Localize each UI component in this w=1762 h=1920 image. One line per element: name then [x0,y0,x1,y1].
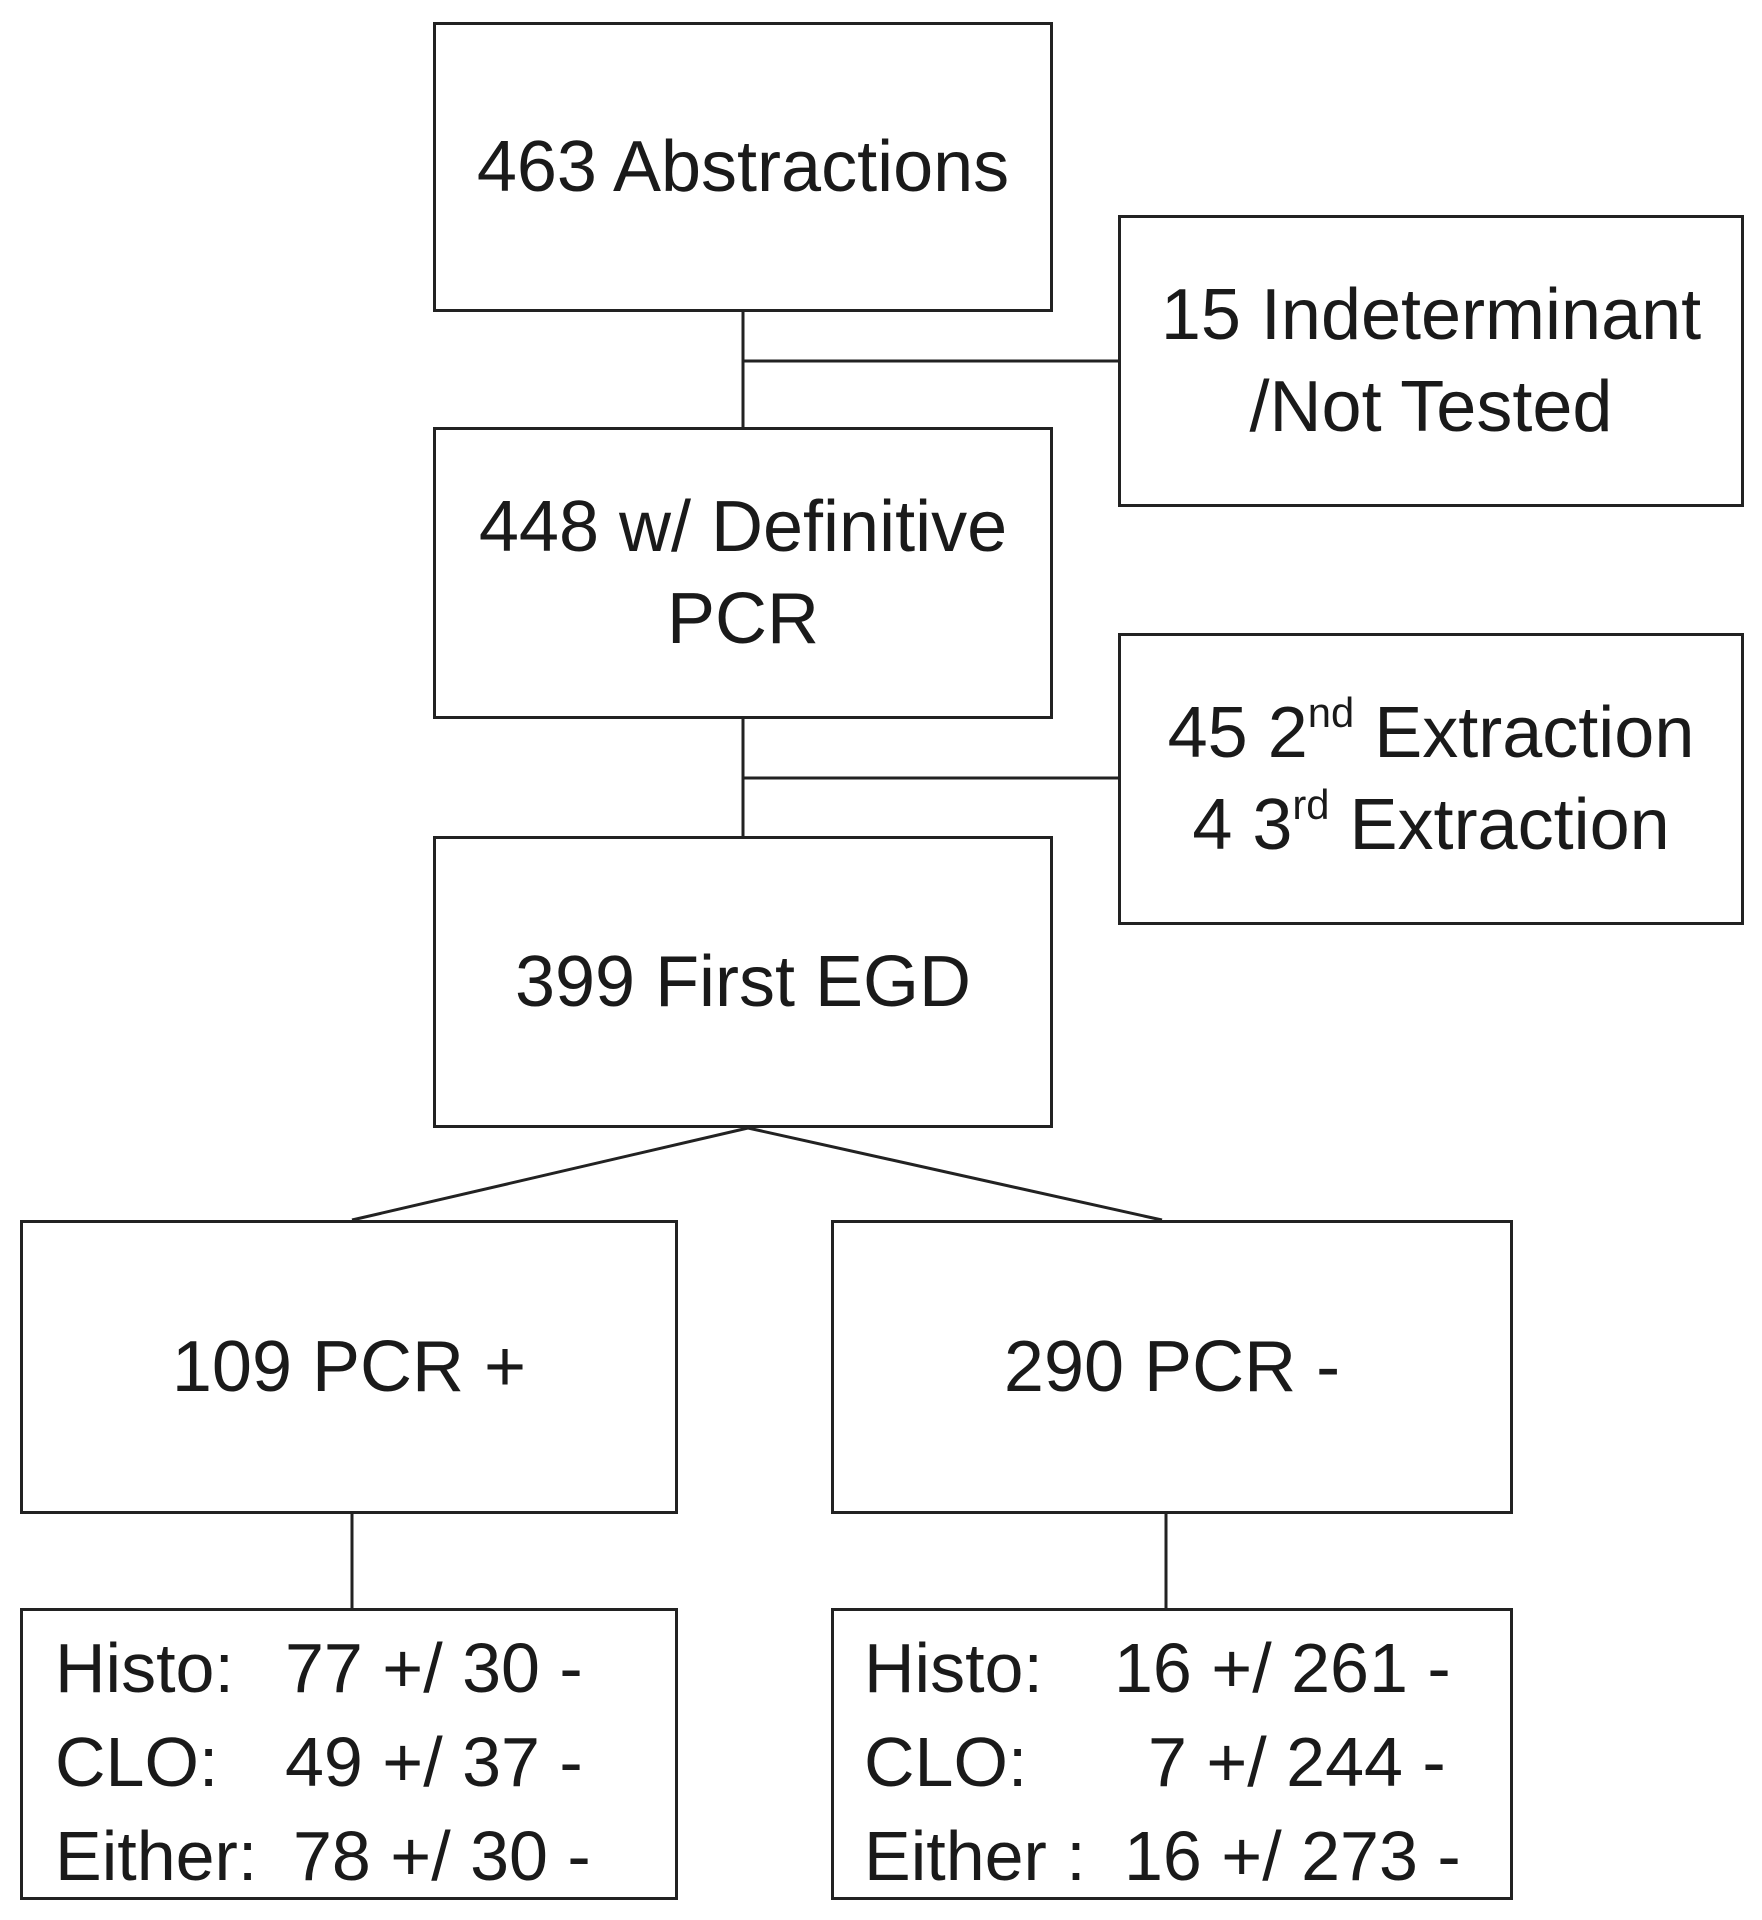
results-value: 7 +/ 244 - [1148,1723,1446,1801]
extraction-label-line1: 45 2nd Extraction [1168,687,1695,779]
abstractions-label: 463 Abstractions [476,126,1010,207]
definitive-pcr-box: 448 w/ Definitive PCR [433,427,1053,719]
results-row-clo: CLO: 7 +/ 244 - [834,1715,1510,1809]
indeterminant-label-line1: 15 Indeterminant [1160,274,1702,355]
results-row-either: Either: 78 +/ 30 - [23,1809,675,1903]
extraction-line2-text: Extraction [1329,785,1670,865]
results-value: 16 +/ 261 - [1114,1629,1451,1707]
pcr-negative-box: 290 PCR - [831,1220,1513,1514]
pcr-positive-results-box: Histo: 77 +/ 30 - CLO: 49 +/ 37 - Either… [20,1608,678,1900]
first-egd-box: 399 First EGD [433,836,1053,1128]
extraction-line2-ordinal: rd [1292,780,1330,828]
definitive-pcr-label-line2: PCR [666,579,819,659]
extraction-line2-count: 4 3 [1192,785,1293,865]
pcr-positive-label: 109 PCR + [171,1326,527,1407]
results-row-either: Either : 16 +/ 273 - [834,1809,1510,1903]
extraction-line1-ordinal: nd [1307,688,1355,736]
results-value: 78 +/ 30 - [293,1817,591,1895]
connector-first-egd-to-pcr-positive [351,1126,749,1222]
results-row-histo: Histo: 77 +/ 30 - [23,1621,675,1715]
extraction-line1-count: 45 2 [1167,692,1308,773]
extraction-label-line2: 4 3rd Extraction [1192,779,1669,871]
abstractions-box: 463 Abstractions [433,22,1053,312]
results-label: CLO: [864,1723,1028,1801]
indeterminant-label-line2: /Not Tested [1249,367,1613,447]
results-value: 16 +/ 273 - [1124,1817,1461,1895]
results-value: 49 +/ 37 - [285,1723,583,1801]
definitive-pcr-label-line1: 448 w/ Definitive [478,486,1008,567]
results-value: 77 +/ 30 - [285,1629,583,1707]
connector-first-egd-to-pcr-negative [747,1126,1163,1222]
first-egd-label: 399 First EGD [514,941,972,1022]
pcr-negative-results-box: Histo: 16 +/ 261 - CLO: 7 +/ 244 - Eithe… [831,1608,1513,1900]
results-label: Histo: [864,1629,1043,1707]
results-row-histo: Histo: 16 +/ 261 - [834,1621,1510,1715]
results-row-clo: CLO: 49 +/ 37 - [23,1715,675,1809]
pcr-negative-label: 290 PCR - [1003,1326,1341,1407]
indeterminant-box: 15 Indeterminant /Not Tested [1118,215,1744,507]
results-label: Histo: [55,1629,234,1707]
extraction-box: 45 2nd Extraction 4 3rd Extraction [1118,633,1744,925]
results-label: Either: [55,1817,258,1895]
results-label: CLO: [55,1723,219,1801]
pcr-positive-box: 109 PCR + [20,1220,678,1514]
results-label: Either : [864,1817,1086,1895]
extraction-line1-text: Extraction [1354,692,1695,773]
